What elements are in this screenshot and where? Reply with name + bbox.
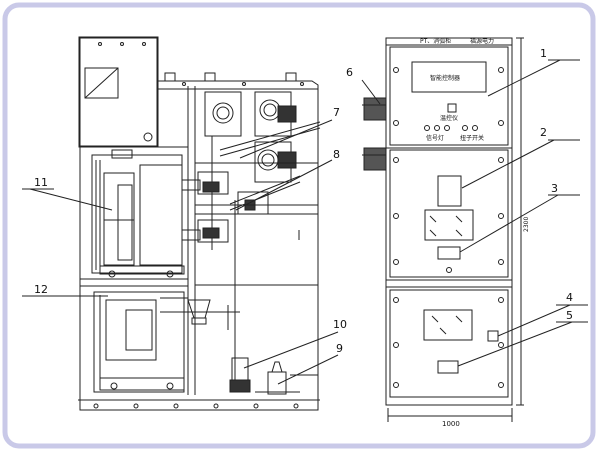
controller-display <box>411 61 487 93</box>
callout-4: 4 <box>566 291 573 304</box>
temp-controller-label: 温控仪 <box>440 114 458 122</box>
callout-9: 9 <box>336 342 343 355</box>
callout-labels: 1 2 3 4 5 6 7 8 9 10 11 12 <box>34 47 573 355</box>
callout-7: 7 <box>333 106 340 119</box>
callout-2: 2 <box>540 126 547 139</box>
signal-lamp-label: 信号灯 <box>426 134 444 142</box>
callout-11: 11 <box>34 176 48 189</box>
side-view <box>78 36 321 411</box>
callout-10: 10 <box>333 318 347 331</box>
callout-6: 6 <box>346 66 353 79</box>
front-panel-labels: PT、消弧柜 福源电力 智能控制器 温控仪 信号灯 扭子开关 <box>420 37 494 142</box>
top-label-right: 福源电力 <box>470 37 494 45</box>
dimension-labels: 1000 2300 <box>442 217 530 428</box>
callout-1: 1 <box>540 47 547 60</box>
controller-label: 智能控制器 <box>430 74 460 82</box>
callout-3: 3 <box>551 182 558 195</box>
callout-5: 5 <box>566 309 573 322</box>
knob-switch-label: 扭子开关 <box>460 134 484 142</box>
top-label-left: PT、消弧柜 <box>420 37 451 45</box>
callout-12: 12 <box>34 283 48 296</box>
height-dimension: 2300 <box>523 217 530 232</box>
width-dimension: 1000 <box>442 420 460 428</box>
leader-lines <box>22 59 588 385</box>
callout-8: 8 <box>333 148 340 161</box>
